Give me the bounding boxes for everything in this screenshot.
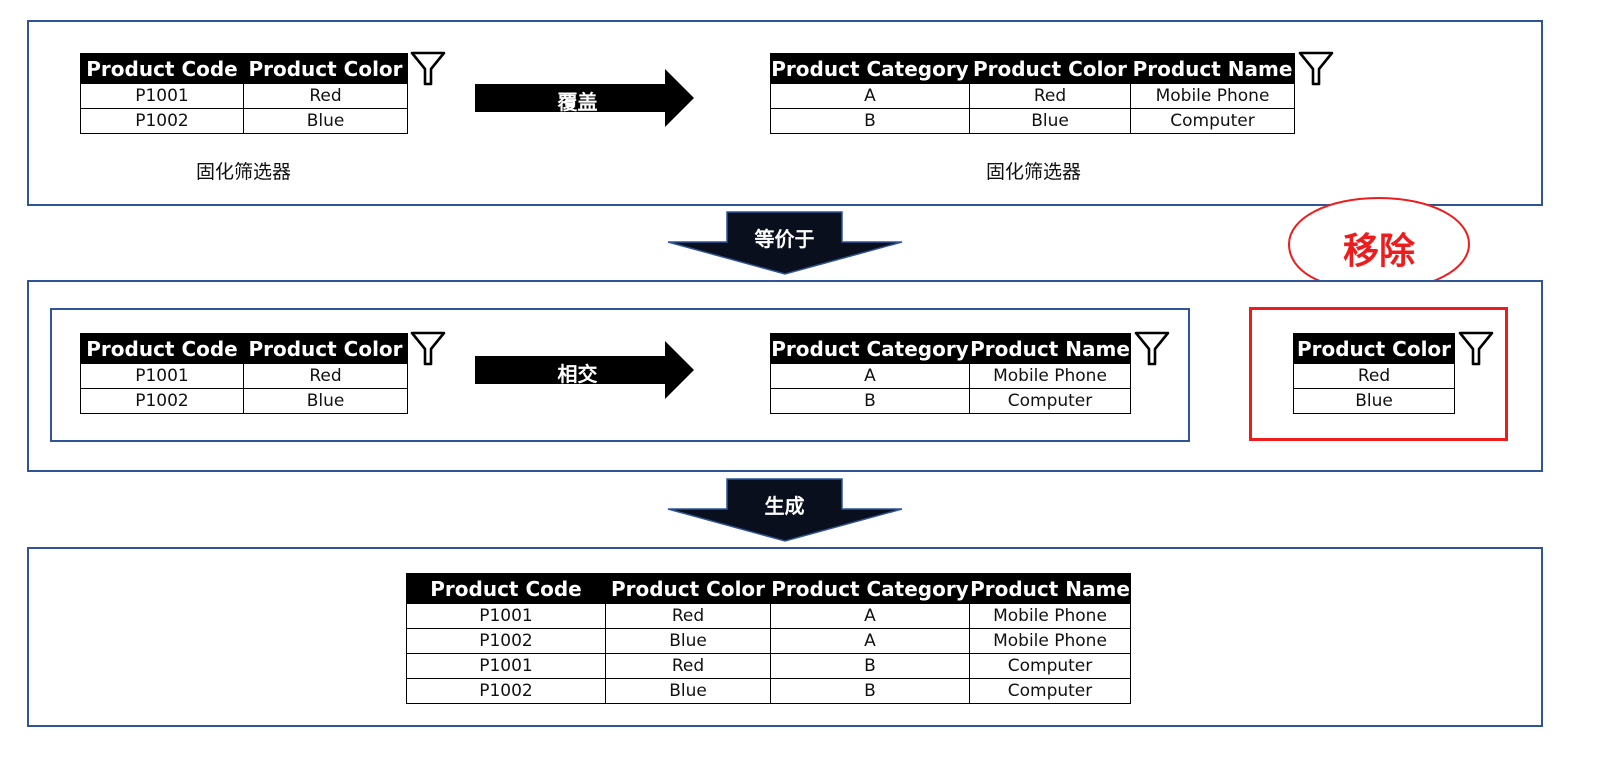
p2-left-table: Product Code Product Color P1001 Red P10… bbox=[80, 333, 408, 414]
table-cell: A bbox=[770, 603, 970, 629]
table-cell: B bbox=[770, 388, 970, 414]
table-row: A Red Mobile Phone bbox=[770, 83, 1295, 109]
table-row: B Computer bbox=[770, 388, 1131, 414]
table-cell: A bbox=[770, 83, 970, 109]
down-arrow-equivalent bbox=[667, 211, 903, 275]
p1-right-table: Product Category Product Color Product N… bbox=[770, 53, 1295, 134]
table-cell: Red bbox=[605, 653, 771, 679]
table-cell: Blue bbox=[605, 678, 771, 704]
table-header-row: Product Color bbox=[1293, 333, 1455, 364]
table-cell: Mobile Phone bbox=[969, 603, 1131, 629]
right-arrow-intersect-label: 相交 bbox=[557, 362, 598, 386]
down-arrow-generate bbox=[667, 478, 903, 542]
table-header-row: Product Code Product Color bbox=[80, 53, 408, 84]
filter-funnel-icon bbox=[410, 331, 446, 366]
table-cell: Computer bbox=[969, 678, 1131, 704]
remove-callout-label: 移除 bbox=[1342, 231, 1415, 272]
table-cell: Mobile Phone bbox=[1130, 83, 1295, 109]
table-cell: Red bbox=[243, 363, 408, 389]
table-row: P1001 Red A Mobile Phone bbox=[406, 603, 1131, 629]
table-row: P1001 Red B Computer bbox=[406, 653, 1131, 679]
table-cell: Blue bbox=[243, 108, 408, 134]
table-header: Product Name bbox=[969, 573, 1131, 604]
table-row: P1002 Blue bbox=[80, 108, 408, 134]
table-header-row: Product Category Product Color Product N… bbox=[770, 53, 1295, 84]
filter-funnel-icon bbox=[1298, 51, 1334, 86]
table-cell: P1001 bbox=[80, 83, 244, 109]
table-cell: Blue bbox=[605, 628, 771, 654]
p1-left-caption: 固化筛选器 bbox=[196, 161, 292, 183]
table-row: A Mobile Phone bbox=[770, 363, 1131, 389]
removed-filter-box bbox=[1249, 307, 1508, 441]
table-cell: Mobile Phone bbox=[969, 363, 1131, 389]
table-header-row: Product Category Product Name bbox=[770, 333, 1131, 364]
right-arrow-override bbox=[475, 69, 694, 127]
table-header: Product Category bbox=[770, 333, 970, 364]
table-cell: B bbox=[770, 678, 970, 704]
table-header: Product Name bbox=[969, 333, 1131, 364]
table-cell: Red bbox=[1293, 363, 1455, 389]
right-arrow-override-label: 覆盖 bbox=[557, 90, 598, 114]
table-cell: P1001 bbox=[80, 363, 244, 389]
down-arrow-generate-label: 生成 bbox=[764, 494, 805, 518]
table-cell: P1001 bbox=[406, 653, 606, 679]
filter-funnel-icon bbox=[1458, 331, 1494, 366]
table-header: Product Code bbox=[80, 333, 244, 364]
table-header: Product Color bbox=[243, 53, 408, 84]
table-cell: Computer bbox=[969, 388, 1131, 414]
table-header: Product Name bbox=[1130, 53, 1295, 84]
table-row: Red bbox=[1293, 363, 1455, 389]
table-header: Product Color bbox=[605, 573, 771, 604]
table-cell: B bbox=[770, 108, 970, 134]
table-cell: Blue bbox=[243, 388, 408, 414]
table-row: B Blue Computer bbox=[770, 108, 1295, 134]
filter-funnel-icon bbox=[1134, 331, 1170, 366]
p2-removed-table: Product Color Red Blue bbox=[1293, 333, 1455, 414]
table-cell: Blue bbox=[969, 108, 1131, 134]
table-cell: P1002 bbox=[80, 388, 244, 414]
p1-right-caption: 固化筛选器 bbox=[986, 161, 1082, 183]
table-cell: A bbox=[770, 628, 970, 654]
table-cell: P1002 bbox=[80, 108, 244, 134]
table-cell: B bbox=[770, 653, 970, 679]
p2-right-table: Product Category Product Name A Mobile P… bbox=[770, 333, 1131, 414]
table-cell: A bbox=[770, 363, 970, 389]
table-row: Blue bbox=[1293, 388, 1455, 414]
table-cell: P1002 bbox=[406, 628, 606, 654]
table-header: Product Color bbox=[969, 53, 1131, 84]
table-header: Product Code bbox=[406, 573, 606, 604]
table-cell: Mobile Phone bbox=[969, 628, 1131, 654]
table-cell: P1002 bbox=[406, 678, 606, 704]
table-header: Product Color bbox=[243, 333, 408, 364]
table-row: P1002 Blue B Computer bbox=[406, 678, 1131, 704]
result-table: Product Code Product Color Product Categ… bbox=[406, 573, 1131, 704]
table-header: Product Category bbox=[770, 53, 970, 84]
down-arrow-equivalent-label: 等价于 bbox=[754, 227, 815, 251]
table-cell: P1001 bbox=[406, 603, 606, 629]
right-arrow-intersect bbox=[475, 341, 694, 399]
table-row: P1002 Blue bbox=[80, 388, 408, 414]
table-cell: Red bbox=[969, 83, 1131, 109]
table-header: Product Category bbox=[770, 573, 970, 604]
table-header: Product Color bbox=[1293, 333, 1455, 364]
table-cell: Computer bbox=[1130, 108, 1295, 134]
table-cell: Red bbox=[605, 603, 771, 629]
table-header: Product Code bbox=[80, 53, 244, 84]
table-cell: Red bbox=[243, 83, 408, 109]
table-cell: Blue bbox=[1293, 388, 1455, 414]
table-header-row: Product Code Product Color bbox=[80, 333, 408, 364]
p1-left-table: Product Code Product Color P1001 Red P10… bbox=[80, 53, 408, 134]
table-row: P1001 Red bbox=[80, 83, 408, 109]
filter-funnel-icon bbox=[410, 51, 446, 86]
table-row: P1001 Red bbox=[80, 363, 408, 389]
table-cell: Computer bbox=[969, 653, 1131, 679]
table-header-row: Product Code Product Color Product Categ… bbox=[406, 573, 1131, 604]
table-row: P1002 Blue A Mobile Phone bbox=[406, 628, 1131, 654]
